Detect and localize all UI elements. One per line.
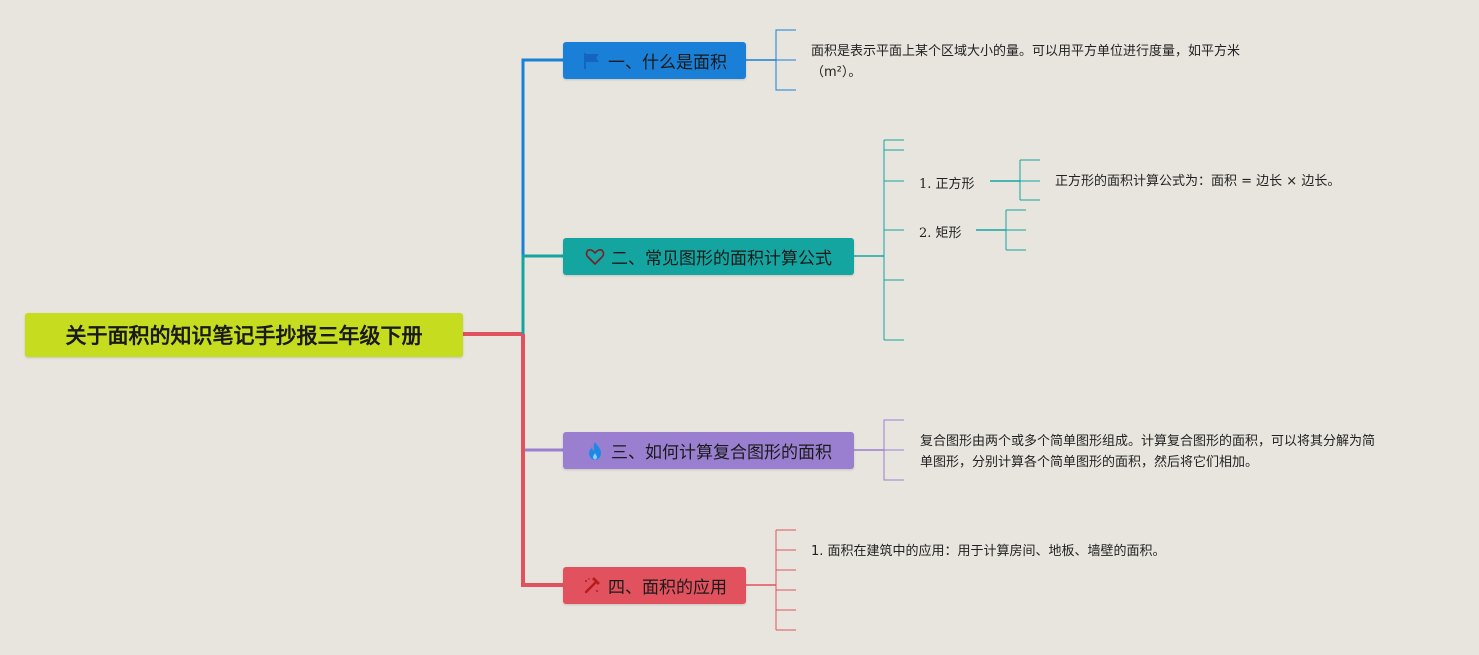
note-application-1: 1. 面积在建筑中的应用：用于计算房间、地板、墙壁的面积。 <box>811 544 1166 559</box>
rect-bracket <box>1005 209 1026 251</box>
hammer-icon <box>582 576 602 596</box>
square-formula: 正方形的面积计算公式为：面积 = 边长 × 边长。 <box>1055 174 1341 189</box>
branch-common-formulas[interactable]: 二、常见图形的面积计算公式 <box>563 238 854 275</box>
heart-icon <box>585 247 605 267</box>
root-title: 关于面积的知识笔记手抄报三年级下册 <box>65 324 423 348</box>
flag-icon <box>582 51 602 71</box>
trunk-blue <box>521 58 563 334</box>
trunk-teal <box>521 254 563 334</box>
b1-bracket <box>775 29 796 91</box>
rectangle-topic[interactable]: 2. 矩形 <box>919 226 962 241</box>
b3-bracket <box>883 419 904 481</box>
branch-label: 一、什么是面积 <box>608 53 727 73</box>
branch-what-is-area[interactable]: 一、什么是面积 <box>563 42 746 79</box>
square-bracket <box>1019 159 1040 201</box>
trunk-red <box>521 334 563 587</box>
note-line: 单图形，分别计算各个简单图形的面积，然后将它们相加。 <box>920 455 1259 470</box>
branch-applications[interactable]: 四、面积的应用 <box>563 567 746 604</box>
note-what-is-area: 面积是表示平面上某个区域大小的量。可以用平方单位进行度量，如平方米 （m²）。 <box>811 41 1240 83</box>
root-topic[interactable]: 关于面积的知识笔记手抄报三年级下册 <box>25 313 463 357</box>
note-line: 复合图形由两个或多个简单图形组成。计算复合图形的面积，可以将其分解为简 <box>920 434 1376 449</box>
b2-bracket <box>883 139 904 341</box>
branch-label: 四、面积的应用 <box>608 578 727 598</box>
trunk-purple <box>521 334 563 452</box>
branch-label: 二、常见图形的面积计算公式 <box>611 249 832 269</box>
square-topic[interactable]: 1. 正方形 <box>919 177 975 192</box>
branch-composite-shapes[interactable]: 三、如何计算复合图形的面积 <box>563 432 854 469</box>
flame-icon <box>585 441 605 461</box>
branch-label: 三、如何计算复合图形的面积 <box>611 443 832 463</box>
note-composite: 复合图形由两个或多个简单图形组成。计算复合图形的面积，可以将其分解为简 单图形，… <box>920 431 1375 473</box>
note-line: （m²）。 <box>811 65 862 80</box>
note-line: 面积是表示平面上某个区域大小的量。可以用平方单位进行度量，如平方米 <box>811 44 1241 59</box>
b4-bracket <box>775 529 796 631</box>
